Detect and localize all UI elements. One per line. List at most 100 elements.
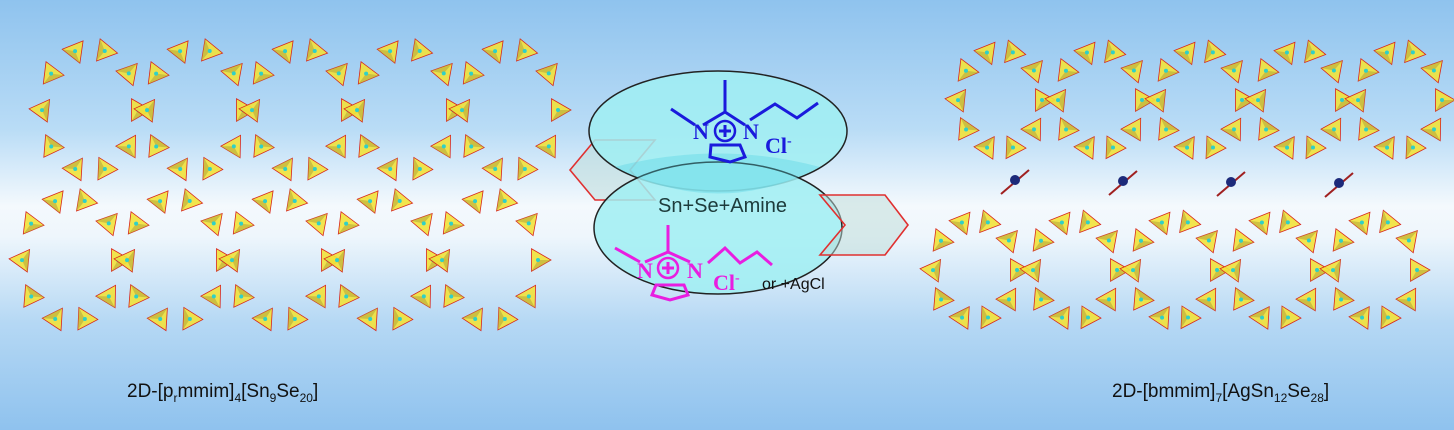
right-compound-label: 2D-[bmmim]7[AgSn12Se28] <box>1112 381 1329 405</box>
atom <box>1206 238 1211 243</box>
atom <box>522 48 527 53</box>
polyhedron-shade <box>1233 259 1241 282</box>
polyhedron-shade <box>1006 136 1014 159</box>
polyhedron-shade <box>25 284 45 298</box>
atom <box>106 221 111 226</box>
polyhedron-shade <box>1204 40 1213 63</box>
atom <box>1164 127 1169 132</box>
atom <box>985 145 990 150</box>
atom <box>1440 98 1444 102</box>
polyhedron-shade <box>1004 40 1013 63</box>
polyhedron-shade <box>482 158 503 169</box>
polyhedron-shade <box>1320 129 1341 141</box>
polyhedron-shade <box>1321 60 1343 71</box>
polyhedron-shade <box>255 134 275 148</box>
polyhedron-shade <box>411 38 420 62</box>
polyhedron-shade <box>357 308 378 319</box>
atom <box>250 108 255 113</box>
polyhedron-shade <box>430 63 453 74</box>
atom <box>1210 50 1215 55</box>
top-cation-structure <box>670 80 819 164</box>
polyhedron <box>202 156 224 181</box>
polyhedron-shade <box>1406 136 1414 159</box>
polyhedron-shade <box>42 99 50 122</box>
atom <box>1031 268 1035 273</box>
polyhedron-shade <box>1396 230 1418 241</box>
atom <box>316 294 321 299</box>
atom <box>134 294 139 299</box>
polyhedron-shade <box>463 73 485 85</box>
label-part: 2D-[bmmim] <box>1112 381 1216 402</box>
atom <box>239 221 244 226</box>
atom <box>960 315 965 320</box>
polyhedron <box>28 98 51 123</box>
polyhedron-shade <box>1135 287 1155 301</box>
atom <box>1231 68 1236 73</box>
atom <box>1186 315 1191 320</box>
atom <box>73 49 78 54</box>
atom <box>1359 220 1364 225</box>
atom <box>263 316 268 321</box>
polyhedron <box>428 248 451 273</box>
atom <box>145 108 150 113</box>
polyhedron-shade <box>1133 259 1141 282</box>
top-n1: N <box>693 119 709 144</box>
polyhedron-shade <box>1304 40 1313 63</box>
atom <box>1138 238 1143 243</box>
polyhedron-shade <box>1079 210 1088 233</box>
polyhedron-shade <box>960 117 980 131</box>
polyhedron-shade <box>515 296 536 308</box>
polyhedron-shade <box>130 284 150 298</box>
atom <box>1331 268 1335 273</box>
polyhedron-shade <box>287 307 295 330</box>
reactants-label: Sn+Se+Amine <box>658 195 787 217</box>
silver-atom <box>1334 178 1344 188</box>
polyhedron-shade <box>337 249 345 272</box>
atom <box>1410 50 1415 55</box>
polyhedron-shade <box>1410 270 1430 282</box>
polyhedron-shade <box>95 296 116 308</box>
atom <box>1331 127 1336 132</box>
polyhedron-shade <box>1095 299 1116 311</box>
atom <box>178 166 183 171</box>
polyhedron-shade <box>1033 259 1041 282</box>
atom <box>1239 297 1244 302</box>
polyhedron-shade <box>1333 259 1341 282</box>
polyhedron-shade <box>1258 70 1279 82</box>
top-n2: N <box>743 119 759 144</box>
atom <box>1060 315 1065 320</box>
atom <box>364 144 369 149</box>
polyhedron-shade <box>200 213 223 224</box>
polyhedron-shade <box>531 260 551 272</box>
atom <box>292 316 297 321</box>
polyhedron-shade <box>338 223 360 235</box>
polyhedron-shade <box>535 63 558 74</box>
atom <box>20 258 25 263</box>
atom <box>344 221 349 226</box>
atom <box>1006 238 1011 243</box>
bottom-cation-structure <box>614 225 773 302</box>
atom <box>1156 98 1160 103</box>
polyhedron-shade <box>1181 306 1189 329</box>
atom <box>388 49 393 54</box>
atom <box>959 220 964 225</box>
atom <box>1406 297 1411 302</box>
polyhedron-shade <box>1295 299 1316 311</box>
atom <box>1206 297 1211 302</box>
polyhedron-shade <box>148 73 170 85</box>
atom <box>1015 268 1019 272</box>
atom <box>1085 145 1090 150</box>
atom <box>1011 145 1016 150</box>
polyhedron-shade <box>1020 129 1041 141</box>
atom <box>1338 238 1343 243</box>
atom <box>1284 50 1289 55</box>
atom <box>102 166 107 171</box>
label-part: [Sn <box>241 381 270 402</box>
atom <box>939 297 944 302</box>
polyhedron-shade <box>42 308 63 319</box>
polyhedron-shade <box>1206 136 1214 159</box>
atom <box>292 198 297 203</box>
polyhedron-shade <box>1296 230 1318 241</box>
atom <box>1415 268 1419 272</box>
